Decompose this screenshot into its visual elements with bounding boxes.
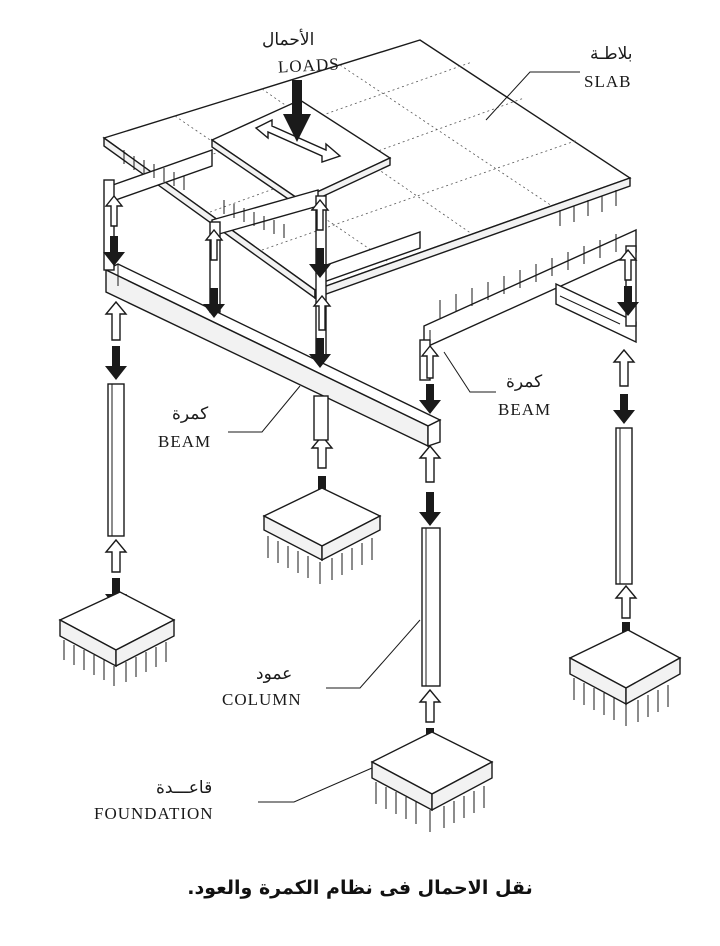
foundation-left <box>58 591 176 686</box>
foundation-label-en: FOUNDATION <box>94 804 214 823</box>
foundation-center <box>262 487 382 584</box>
column-label-en: COLUMN <box>222 690 302 709</box>
slab-reaction-arrows <box>123 150 617 318</box>
foundation-right <box>568 629 682 726</box>
column-left <box>107 383 125 537</box>
foundation-label-ar: قاعـــدة <box>156 778 213 798</box>
figure-caption: نقل الاحمال فى نظام الكمرة والعود. <box>187 877 533 899</box>
beam-left-label-ar: كمرة <box>172 404 209 424</box>
foundation-front <box>370 731 494 832</box>
slab-label-ar: بلاطـة <box>590 44 633 64</box>
loads-label-ar: الأحمال <box>262 30 315 50</box>
leader-lines <box>228 71 580 803</box>
column-center <box>313 395 329 441</box>
spread-arrow-icon <box>254 118 342 163</box>
loads-label-en: LOADS <box>277 54 341 77</box>
beam-inner <box>109 149 421 285</box>
beam-back-right <box>555 282 637 344</box>
beam-right-label-ar: كمرة <box>506 372 543 392</box>
up-arrows <box>104 194 638 723</box>
load-arrow-icon <box>283 80 311 142</box>
beam-left-label-en: BEAM <box>158 432 212 451</box>
load-path-diagram: الأحمال LOADS بلاطـة SLAB كمرة BEAM كمرة… <box>58 30 682 832</box>
column-front <box>421 527 441 687</box>
column-right <box>615 427 633 585</box>
beam-right-label-en: BEAM <box>498 400 552 419</box>
slab-label-en: SLAB <box>584 72 632 91</box>
column-label-ar: عمود <box>256 664 293 684</box>
